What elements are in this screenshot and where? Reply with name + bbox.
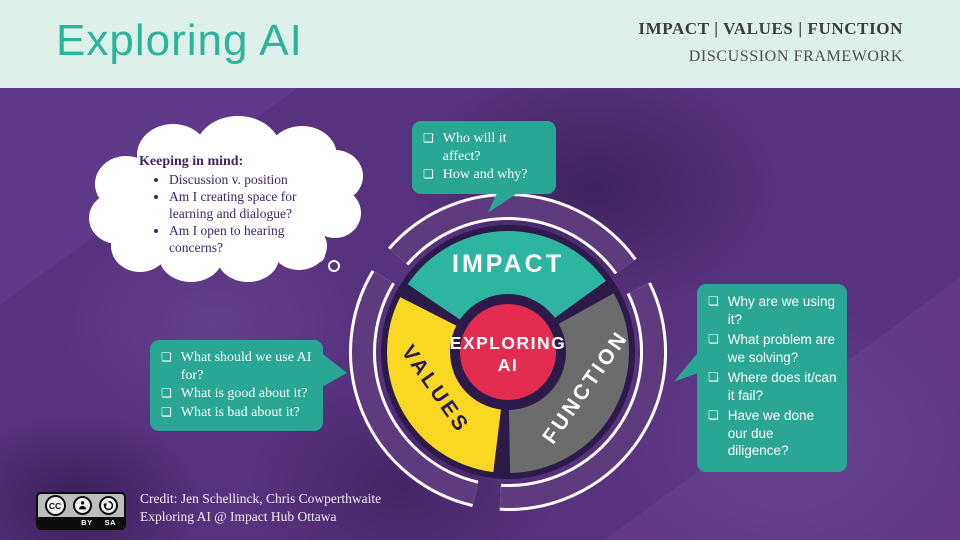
- credit-line1: Credit: Jen Schellinck, Chris Cowperthwa…: [140, 491, 382, 506]
- question-text: What is bad about it?: [180, 404, 300, 420]
- page-title: Exploring AI: [56, 16, 303, 65]
- checkbox-icon: ❏: [161, 404, 172, 419]
- cc-icon: CC: [44, 495, 66, 516]
- outer-ring: [349, 193, 668, 511]
- question-text: What is good about it?: [180, 386, 308, 402]
- header-subtitle-block: IMPACT | VALUES | FUNCTION DISCUSSION FR…: [638, 19, 903, 66]
- segment-label-impact: IMPACT: [452, 250, 564, 278]
- checkbox-icon: ❏: [423, 167, 434, 182]
- center-label-line1: EXPLORING: [450, 333, 567, 353]
- cc-sa-arrow-icon: [98, 496, 118, 515]
- center-label-line2: AI: [498, 355, 519, 375]
- outer-ring-arc: [499, 283, 665, 508]
- cc-by-label: BY: [81, 518, 93, 527]
- segment-impact: [407, 230, 606, 352]
- cloud-puff: [159, 230, 223, 282]
- list-item: ❏ Who will it affect?: [423, 130, 546, 166]
- speech-bubble-values: ❏ What should we use AI for? ❏ What is goo…: [150, 340, 347, 431]
- checkbox-icon: ❏: [423, 131, 434, 145]
- function-question-list: ❏ Why are we using it? ❏ What problem are …: [708, 293, 837, 460]
- cc-license-badge: CC BY SA: [36, 492, 126, 530]
- question-text: What problem are we solving?: [727, 332, 836, 365]
- framework-keywords: IMPACT | VALUES | FUNCTION: [638, 19, 903, 38]
- impact-question-list: ❏ Who will it affect? ❏ How and why?: [423, 130, 546, 185]
- list-item: ❏ What is bad about it?: [161, 404, 313, 422]
- list-item: ❏ Where does it/can it fail?: [708, 369, 837, 404]
- list-item: ❏ What should we use AI for?: [161, 349, 313, 385]
- cloud-item: Am I open to hearing concerns?: [169, 223, 329, 256]
- speech-bubble-function: ❏ Why are we using it? ❏ What problem are …: [674, 284, 847, 472]
- question-text: Have we done our due diligence?: [727, 408, 815, 459]
- speech-bubble-impact: ❏ Who will it affect? ❏ How and why?: [412, 121, 556, 213]
- checkbox-icon: ❏: [161, 386, 172, 401]
- cc-by-person-icon: [72, 496, 92, 515]
- checkbox-icon: ❏: [161, 350, 172, 364]
- checkbox-icon: ❏: [708, 294, 719, 308]
- cloud-list: Discussion v. position Am I creating spa…: [169, 172, 329, 256]
- cloud-heading: Keeping in mind:: [139, 154, 244, 169]
- checkbox-icon: ❏: [708, 370, 719, 385]
- thought-cloud: Keeping in mind: Discussion v. position …: [89, 116, 363, 282]
- list-item: ❏ Why are we using it?: [708, 293, 837, 328]
- framework-label: DISCUSSION FRAMEWORK: [688, 48, 903, 65]
- header-band: Exploring AI IMPACT | VALUES | FUNCTION …: [0, 0, 960, 88]
- question-text: Where does it/can it fail?: [727, 370, 837, 403]
- cloud-trail-circle: [328, 260, 340, 272]
- question-text: Why are we using it?: [727, 294, 836, 327]
- checkbox-icon: ❏: [708, 408, 719, 423]
- cc-badge-labels: BY SA: [38, 517, 124, 528]
- question-text: How and why?: [442, 167, 528, 183]
- cloud-item: Am I creating space for learning and dia…: [169, 189, 329, 222]
- center-circle: [450, 294, 566, 410]
- credit-line2: Exploring AI @ Impact Hub Ottawa: [140, 509, 337, 525]
- list-item: ❏ How and why?: [423, 166, 546, 184]
- cloud-text-block: Keeping in mind: Discussion v. position …: [139, 154, 329, 257]
- question-text: What should we use AI for?: [180, 350, 312, 384]
- question-text: Who will it affect?: [442, 131, 507, 165]
- checkbox-icon: ❏: [708, 332, 719, 347]
- list-item: ❏ Have we done our due diligence?: [708, 407, 837, 460]
- cc-sa-label: SA: [104, 518, 116, 527]
- framework-diagram: IMPACT VALUES FUNCTION EXPLORING AI: [349, 193, 668, 511]
- list-item: ❏ What is good about it?: [161, 385, 313, 403]
- cloud-item: Discussion v. position: [169, 172, 329, 188]
- values-question-list: ❏ What should we use AI for? ❏ What is goo…: [161, 349, 313, 422]
- cloud-puff: [195, 116, 281, 186]
- credit-text: Credit: Jen Schellinck, Chris Cowperthwa…: [140, 490, 381, 526]
- outer-ring-arc: [352, 271, 478, 505]
- outer-ring-arc: [390, 196, 635, 273]
- slide-body: Keeping in mind: Discussion v. position …: [0, 88, 960, 540]
- cc-badge-icons: CC: [38, 494, 124, 517]
- cloud-trail-circle: [308, 246, 325, 263]
- cloud-puff: [217, 232, 279, 282]
- list-item: ❏ What problem are we solving?: [708, 331, 837, 366]
